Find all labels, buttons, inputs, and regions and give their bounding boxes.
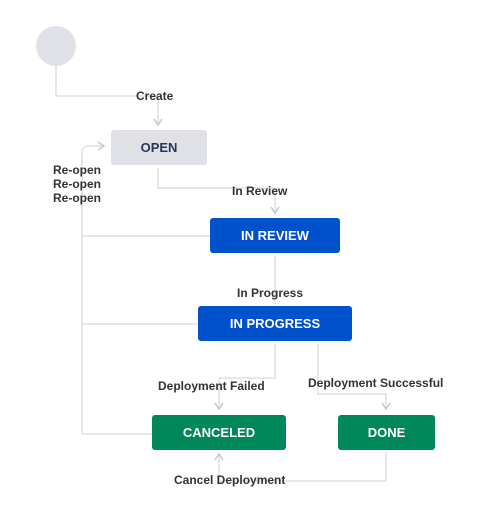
transition-deployment-successful-line: [317, 344, 387, 408]
status-done[interactable]: DONE: [338, 415, 435, 450]
transition-label-in-review[interactable]: In Review: [232, 184, 288, 198]
in-review-arrowhead: [270, 206, 280, 215]
transition-label-reopen-from-review[interactable]: Re-open: [53, 163, 101, 177]
status-in-review[interactable]: IN REVIEW: [210, 218, 340, 253]
deployment-failed-arrowhead: [214, 402, 224, 411]
transition-label-in-progress[interactable]: In Progress: [237, 286, 304, 300]
transition-label-create[interactable]: Create: [136, 89, 174, 103]
transition-create-line: [55, 66, 159, 124]
transition-cancel-deployment-line: [218, 452, 387, 482]
transition-label-deployment-failed[interactable]: Deployment Failed: [158, 379, 265, 393]
transition-label-reopen-from-progress[interactable]: Re-open: [53, 177, 101, 191]
transition-label-cancel-deployment[interactable]: Cancel Deployment: [174, 473, 286, 487]
transition-in-review-line: [157, 168, 276, 212]
transition-label-reopen-from-canceled[interactable]: Re-open: [53, 191, 101, 205]
transition-reopen-trunk: [81, 145, 102, 434]
status-open[interactable]: OPEN: [111, 130, 207, 165]
status-canceled[interactable]: CANCELED: [152, 415, 286, 450]
reopen-arrowhead: [97, 141, 106, 151]
cancel-deployment-arrowhead: [214, 452, 224, 461]
create-arrowhead: [153, 118, 163, 127]
start-node[interactable]: [36, 26, 76, 66]
transition-deployment-failed-line: [218, 344, 276, 408]
status-in-progress[interactable]: IN PROGRESS: [198, 306, 352, 341]
transition-label-deployment-successful[interactable]: Deployment Successful: [308, 376, 444, 390]
deployment-successful-arrowhead: [381, 402, 391, 411]
